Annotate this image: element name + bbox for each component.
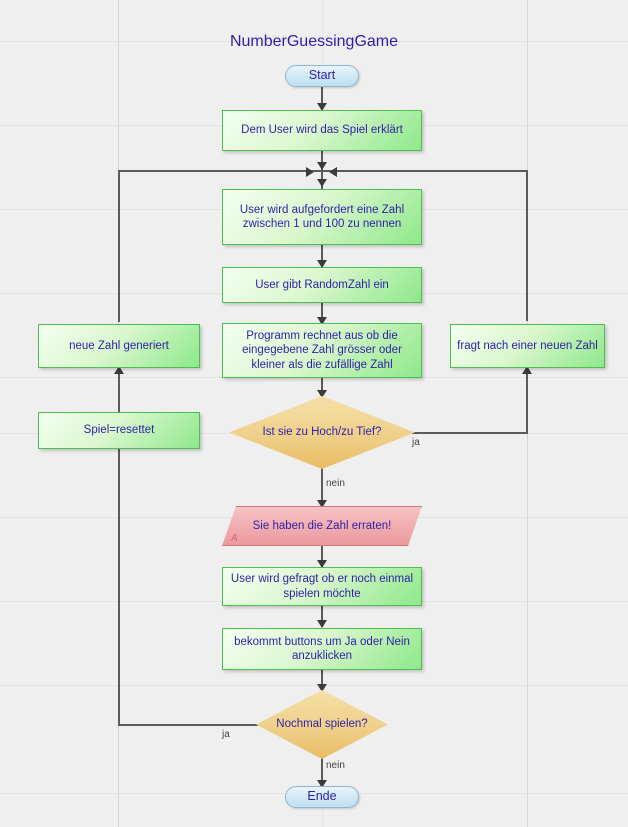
arrow-down-icon — [317, 620, 327, 628]
arrow-down-icon — [317, 179, 327, 187]
connector-decision-no-down — [321, 468, 323, 508]
node-end[interactable]: Ende — [285, 786, 359, 808]
edge-label-high-low-yes: ja — [412, 437, 420, 448]
arrow-left-icon — [329, 167, 337, 177]
decision-replay-label: Nochmal spielen? — [276, 718, 368, 731]
grid-line-horizontal — [0, 41, 628, 42]
arrow-down-icon — [317, 260, 327, 268]
arrow-down-icon — [317, 390, 327, 398]
node-ask-replay[interactable]: User wird gefragt ob er noch einmal spie… — [222, 567, 422, 606]
decision-high-low-label: Ist sie zu Hoch/zu Tief? — [262, 426, 382, 439]
node-game-reset[interactable]: Spiel=resettet — [38, 412, 200, 449]
node-user-input[interactable]: User gibt RandomZahl ein — [222, 267, 422, 303]
connector-reset-to-new-number — [118, 372, 120, 412]
node-ask-new-number[interactable]: fragt nach einer neuen Zahl — [450, 324, 605, 368]
arrow-down-icon — [317, 684, 327, 692]
node-decision-replay[interactable]: Nochmal spielen? — [256, 690, 388, 759]
arrow-up-icon — [114, 366, 124, 374]
connector-decision-yes-up — [526, 373, 528, 433]
connector-replay-yes-up — [118, 448, 120, 725]
connector-decision-yes-right — [407, 432, 528, 434]
arrow-down-icon — [317, 560, 327, 568]
connector-guessed-to-ask-replay — [321, 545, 323, 568]
connector-compare-to-decision — [321, 377, 323, 397]
arrow-right-icon — [306, 167, 314, 177]
annotation-marker-a: A — [231, 533, 238, 544]
node-prompt-number[interactable]: User wird aufgefordert eine Zahl zwische… — [222, 189, 422, 245]
connector-loop-left-into-merge — [118, 170, 322, 172]
node-start[interactable]: Start — [285, 65, 359, 87]
connector-replay-no-to-end — [321, 758, 323, 786]
node-guessed-correct[interactable]: Sie haben die Zahl erraten! A — [222, 506, 422, 546]
parallelogram-shape — [222, 506, 422, 546]
connector-ask-replay-to-buttons — [321, 605, 323, 627]
guessed-correct-label: Sie haben die Zahl erraten! — [252, 520, 392, 532]
arrow-down-icon — [317, 780, 327, 788]
arrow-down-icon — [317, 103, 327, 111]
node-explain-game[interactable]: Dem User wird das Spiel erklärt — [222, 110, 422, 151]
arrow-down-icon — [317, 317, 327, 325]
node-new-number-generated[interactable]: neue Zahl generiert — [38, 324, 200, 368]
node-compare-numbers[interactable]: Programm rechnet aus ob die eingegebene … — [222, 323, 422, 378]
connector-new-number-to-merge — [118, 170, 120, 322]
connector-start-to-explain — [321, 86, 323, 110]
grid-line-horizontal — [0, 685, 628, 686]
edge-label-replay-no: nein — [326, 760, 345, 771]
connector-replay-yes-left — [118, 724, 258, 726]
node-decision-high-low[interactable]: Ist sie zu Hoch/zu Tief? — [229, 396, 415, 469]
node-buttons-yes-no[interactable]: bekommt buttons um Ja oder Nein anzuklic… — [222, 628, 422, 670]
arrow-down-icon — [317, 500, 327, 508]
connector-buttons-to-decision-replay — [321, 669, 323, 691]
connector-explain-to-merge — [321, 150, 323, 172]
edge-label-replay-yes: ja — [222, 729, 230, 740]
connector-input-to-compare — [321, 302, 323, 324]
arrow-up-icon — [522, 366, 532, 374]
connector-ask-new-number-to-merge — [526, 170, 528, 321]
connector-prompt-to-input — [321, 244, 323, 268]
connector-loop-right-into-merge — [322, 170, 528, 172]
page-title: NumberGuessingGame — [229, 33, 399, 50]
edge-label-high-low-no: nein — [326, 478, 345, 489]
arrow-down-icon — [317, 162, 327, 170]
